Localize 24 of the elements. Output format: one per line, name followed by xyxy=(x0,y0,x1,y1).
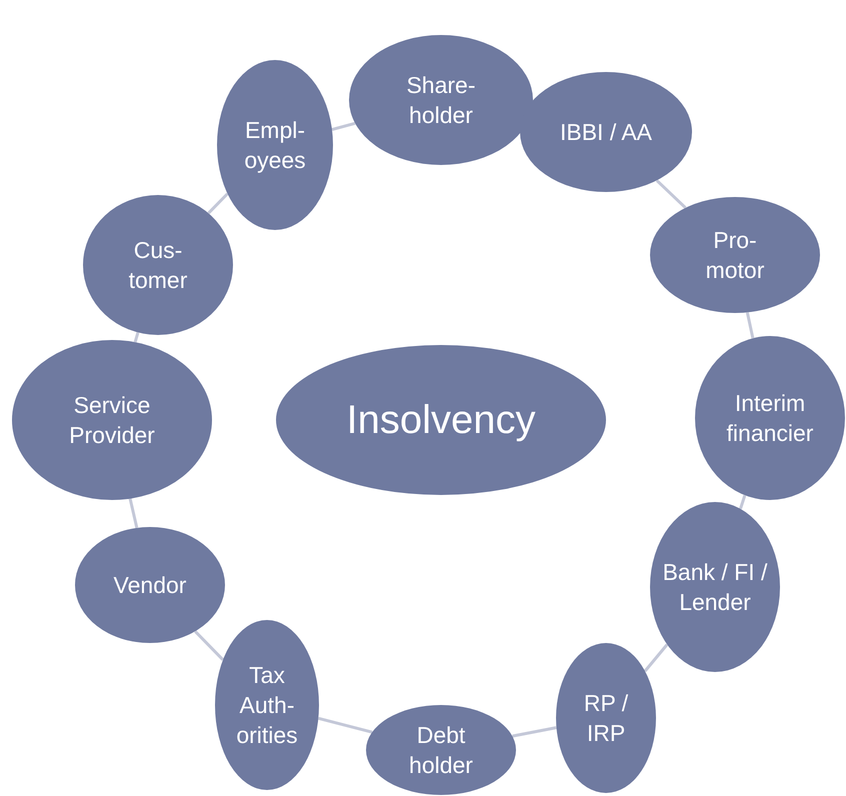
connector-line xyxy=(128,498,138,528)
node-label: Service Provider xyxy=(68,391,156,450)
connector-line xyxy=(332,122,356,131)
connector-line xyxy=(194,630,224,661)
node-label: Interim financier xyxy=(726,389,814,448)
connector-line xyxy=(318,716,372,734)
connector-line xyxy=(134,332,140,343)
connector-line xyxy=(512,726,557,738)
node-label: Empl- oyees xyxy=(243,116,307,175)
node-label: Vendor xyxy=(112,571,188,600)
connector-line xyxy=(644,644,668,672)
connector-line xyxy=(656,179,687,209)
connector-line xyxy=(746,312,754,338)
node-label: Debt holder xyxy=(408,721,474,780)
node-label: Cus- tomer xyxy=(128,236,188,295)
node-label: Bank / FI / Lender xyxy=(662,558,768,617)
node-label: IBBI / AA xyxy=(558,118,654,147)
node-label: Share- holder xyxy=(405,71,477,130)
connector-line xyxy=(207,192,229,214)
node-label: Insolvency xyxy=(346,397,536,444)
node-label: RP / IRP xyxy=(582,689,630,748)
node-label: Tax Auth- orities xyxy=(235,661,299,750)
connector-line xyxy=(739,494,746,510)
node-label: Pro- motor xyxy=(704,226,766,285)
